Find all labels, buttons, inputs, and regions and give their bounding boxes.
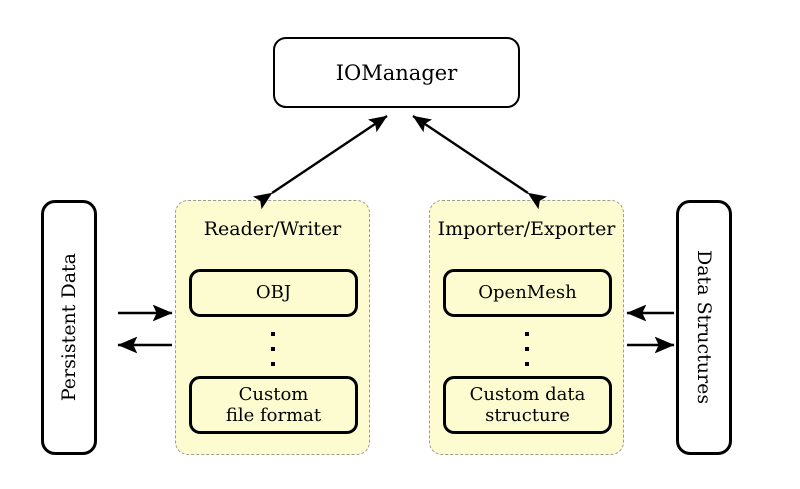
- leaf-box-custom-file-format-label: Custom file format: [226, 384, 321, 426]
- vertical-ellipsis-icon: [176, 329, 369, 369]
- custom-file-format-line2: file format: [225, 405, 322, 426]
- custom-file-format-line1: Custom: [238, 383, 309, 405]
- leaf-box-obj-label: OBJ: [255, 282, 292, 304]
- group-reader-writer-title: Reader/Writer: [203, 218, 342, 240]
- custom-data-structure-line2: structure: [485, 405, 570, 426]
- data-structures-label: Data Structures: [693, 250, 715, 405]
- leaf-box-openmesh-label: OpenMesh: [478, 282, 577, 304]
- custom-data-structure-line1: Custom data: [469, 383, 586, 405]
- leaf-box-custom-data-structure-label: Custom data structure: [470, 384, 586, 426]
- connector-iomanager-importerexporter: [412, 115, 548, 210]
- iomanager-label: IOManager: [335, 60, 458, 85]
- leaf-box-custom-data-structure[interactable]: Custom data structure: [443, 376, 612, 434]
- leaf-box-custom-file-format[interactable]: Custom file format: [189, 376, 358, 434]
- group-reader-writer[interactable]: Reader/Writer OBJ Custom file format: [175, 200, 370, 455]
- persistent-data-box[interactable]: Persistent Data: [41, 200, 97, 455]
- leaf-box-openmesh[interactable]: OpenMesh: [443, 269, 612, 317]
- connector-iomanager-readerwriter: [252, 115, 388, 210]
- group-importer-exporter-title: Importer/Exporter: [437, 218, 616, 240]
- group-importer-exporter[interactable]: Importer/Exporter OpenMesh Custom data s…: [429, 200, 624, 455]
- data-structures-box[interactable]: Data Structures: [676, 200, 732, 455]
- leaf-box-obj[interactable]: OBJ: [189, 269, 358, 317]
- vertical-ellipsis-icon: [430, 329, 623, 369]
- iomanager-box[interactable]: IOManager: [273, 37, 520, 108]
- persistent-data-label: Persistent Data: [58, 253, 80, 402]
